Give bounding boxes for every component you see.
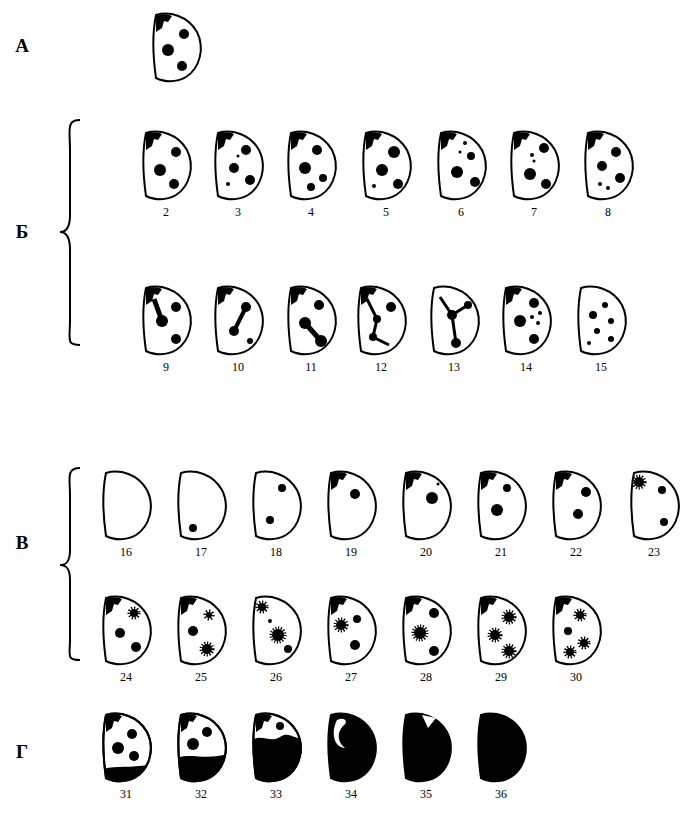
seed-figure: [178, 597, 225, 665]
figure-number: 18: [270, 546, 282, 559]
group-brace: [60, 468, 80, 660]
figure-number: 20: [420, 546, 432, 559]
seed-figure: [143, 287, 190, 355]
figure-number: 36: [495, 788, 507, 801]
figure-number: 17: [195, 546, 207, 559]
figure-number: 11: [305, 361, 317, 374]
seed-figure: [253, 597, 300, 665]
seed-figure: [585, 132, 632, 200]
figure-number: 22: [570, 546, 582, 559]
figure-number: 19: [345, 546, 357, 559]
figure-number: 32: [195, 788, 207, 801]
seed-figure: [553, 472, 600, 540]
group-letter: А: [15, 36, 29, 57]
figure-number: 21: [495, 546, 507, 559]
seed-figure: [178, 472, 225, 540]
figure-number: 25: [195, 671, 207, 684]
group-letter: Г: [16, 742, 28, 763]
seed-figure: [511, 132, 558, 200]
figure-number: 5: [383, 206, 389, 219]
seed-figure: [328, 472, 375, 540]
figure-number: 28: [420, 671, 432, 684]
figure-number: 26: [270, 671, 282, 684]
seed-figure: [438, 132, 485, 200]
seed-figure: [328, 714, 375, 782]
seed-figure: [553, 597, 600, 665]
figure-number: 30: [570, 671, 582, 684]
seed-figure: [403, 472, 450, 540]
figure-number: 6: [458, 206, 464, 219]
seed-figure: [253, 472, 300, 540]
seed-figure: [103, 597, 150, 665]
seed-figure: [403, 597, 450, 665]
seed-figure: [478, 714, 525, 782]
figure-number: 34: [345, 788, 357, 801]
figure-number: 2: [163, 206, 169, 219]
seed-figure: [103, 472, 150, 540]
figure-number: 35: [420, 788, 432, 801]
figure-number: 14: [520, 361, 532, 374]
group-letter: В: [16, 533, 29, 554]
figure-number: 29: [495, 671, 507, 684]
seed-figure: [288, 132, 335, 200]
seed-figure: [250, 714, 310, 792]
figure-number: 33: [270, 788, 282, 801]
seed-figure: [363, 132, 410, 200]
seed-figure: [215, 287, 262, 355]
seed-figure: [478, 472, 525, 540]
figure-number: 3: [235, 206, 241, 219]
seed-figure: [153, 14, 200, 82]
figure-number: 24: [120, 671, 132, 684]
group-letter: Б: [16, 222, 29, 243]
figure-number: 8: [605, 206, 611, 219]
seed-figure: [431, 287, 478, 355]
seed-figure: [503, 287, 550, 355]
figure-number: 16: [120, 546, 132, 559]
seed-figure: [358, 287, 405, 355]
seed-figure: [403, 714, 450, 782]
figure-number: 31: [120, 788, 132, 801]
seed-figure: [631, 472, 678, 540]
figure-number: 12: [375, 361, 387, 374]
figure-number: 27: [345, 671, 357, 684]
group-brace: [60, 120, 80, 345]
figure-number: 7: [531, 206, 537, 219]
figure-number: 9: [163, 361, 169, 374]
figure-number: 4: [308, 206, 314, 219]
seed-figure: [175, 714, 235, 792]
seed-figure: [288, 287, 335, 355]
figure-number: 13: [448, 361, 460, 374]
seed-figure: [100, 714, 160, 792]
figure-number: 15: [595, 361, 607, 374]
seed-figure: [143, 132, 190, 200]
seed-figure: [578, 287, 625, 355]
seed-figure: [215, 132, 262, 200]
seed-figure: [328, 597, 375, 665]
figure-number: 10: [232, 361, 244, 374]
figure-number: 23: [648, 546, 660, 559]
seed-figure: [478, 597, 525, 665]
